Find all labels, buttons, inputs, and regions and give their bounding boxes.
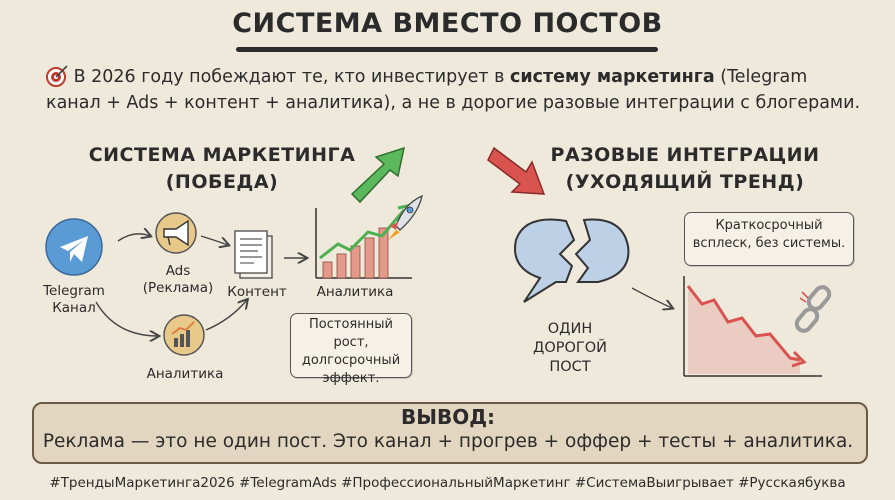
growth-note: Постоянный рост, долгосрочный эффект. xyxy=(290,313,412,386)
right-heading: РАЗОВЫЕ ИНТЕГРАЦИИ (УХОДЯЩИЙ ТРЕНД) xyxy=(540,142,830,196)
conclusion-box xyxy=(32,402,868,464)
red-arrow-down-icon xyxy=(487,146,546,195)
conclusion-text: Реклама — это не один пост. Это канал + … xyxy=(42,431,854,452)
title-underline xyxy=(236,47,658,52)
hashtags: #ТрендыМаркетинга2026 #TelegramAds #Проф… xyxy=(49,475,846,491)
left-heading-line2: (ПОБЕДА) xyxy=(165,171,279,193)
ads-label: Ads (Реклама) xyxy=(138,263,218,297)
green-arrow-up-icon xyxy=(350,146,406,204)
ads-label-line2: (Реклама) xyxy=(142,280,214,296)
right-heading-line1: РАЗОВЫЕ ИНТЕГРАЦИИ xyxy=(550,144,820,166)
bar-chart-icon xyxy=(163,314,205,356)
ads-label-line1: Ads xyxy=(165,263,191,279)
page-title: СИСТЕМА ВМЕСТО ПОСТОВ xyxy=(232,8,663,39)
conclusion-title: ВЫВОД: xyxy=(400,405,496,429)
growth-note-line3: эффект. xyxy=(322,371,380,386)
intro-text: В 2026 году побеждают те, кто инвестируе… xyxy=(46,64,866,116)
spike-note: Краткосрочный всплеск, без системы. xyxy=(684,212,854,266)
right-heading-line2: (УХОДЯЩИЙ ТРЕНД) xyxy=(565,171,805,193)
telegram-icon xyxy=(45,218,103,276)
single-post-line3: ПОСТ xyxy=(549,359,591,375)
broken-speech-bubble-icon xyxy=(514,218,630,303)
single-post-line1: ОДИН xyxy=(547,321,593,337)
left-heading-line1: СИСТЕМА МАРКЕТИНГА xyxy=(88,144,356,166)
telegram-label-line1: Telegram xyxy=(43,283,105,299)
single-post-line2: ДОРОГОЙ xyxy=(532,340,607,356)
telegram-label: Telegram Канал xyxy=(38,283,110,317)
target-icon xyxy=(46,65,68,87)
flow-arrows xyxy=(95,234,306,336)
intro-part1: В 2026 году побеждают те, кто инвестируе… xyxy=(68,67,511,87)
analytics-bottom-label: Аналитика xyxy=(146,366,224,382)
broken-chain-icon xyxy=(794,285,832,333)
left-heading: СИСТЕМА МАРКЕТИНГА (ПОБЕДА) xyxy=(88,142,356,196)
megaphone-icon xyxy=(155,212,197,254)
content-label: Контент xyxy=(227,284,287,300)
growth-note-line1: Постоянный рост, xyxy=(309,317,393,350)
falling-chart xyxy=(683,276,822,377)
intro-part2: (Telegram канал + Ads + контент + аналит… xyxy=(46,67,861,113)
spike-note-line1: Краткосрочный xyxy=(715,218,823,233)
bubble-to-chart-arrow xyxy=(631,287,672,308)
spike-note-line2: всплеск, без системы. xyxy=(692,236,846,251)
telegram-label-line2: Канал xyxy=(52,300,96,316)
intro-bold: систему маркетинга xyxy=(510,67,715,87)
rocket-icon xyxy=(388,194,423,240)
document-icon xyxy=(234,230,273,279)
analytics-top-label: Аналитика xyxy=(316,284,394,300)
growth-note-line2: долгосрочный xyxy=(301,353,401,368)
growth-chart xyxy=(315,203,412,279)
single-post-label: ОДИН ДОРОГОЙ ПОСТ xyxy=(528,320,612,377)
